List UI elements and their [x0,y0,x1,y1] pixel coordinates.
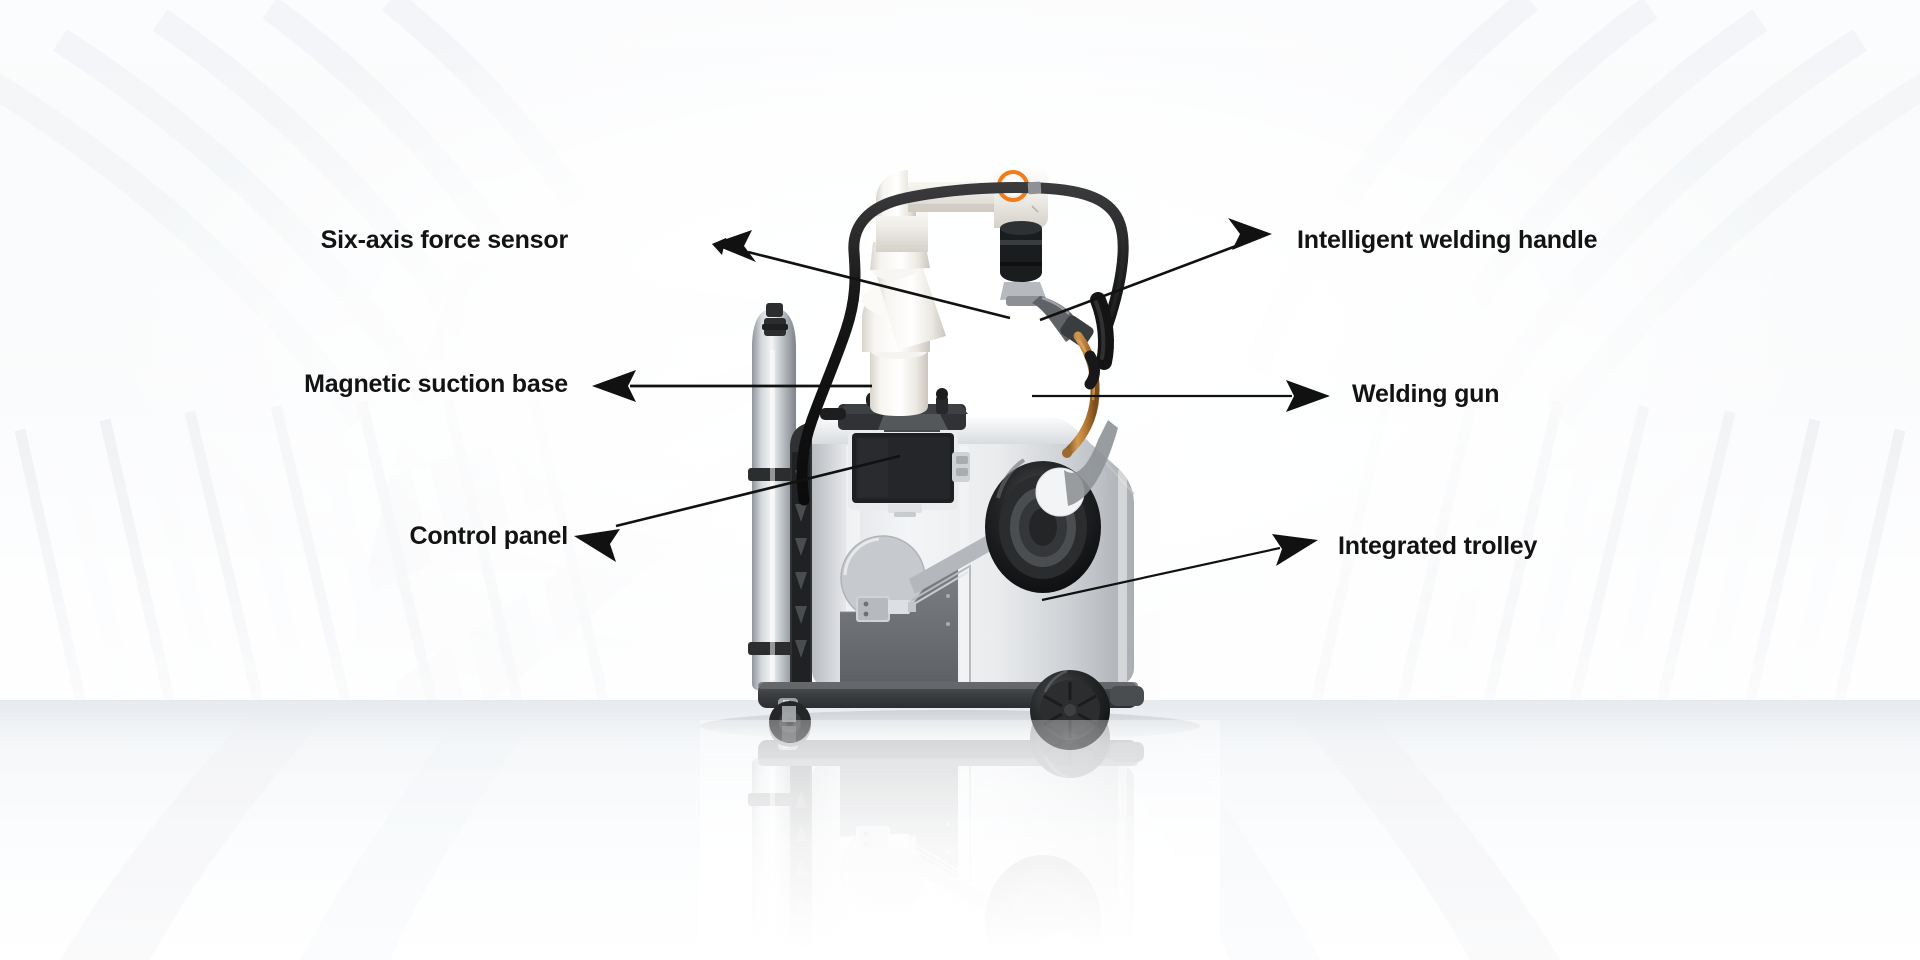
label-welding-gun: Welding gun [1352,380,1500,408]
label-intelligent-welding-handle: Intelligent welding handle [1297,226,1598,254]
product-reflection [700,720,1220,950]
label-integrated-trolley: Integrated trolley [1338,532,1538,560]
